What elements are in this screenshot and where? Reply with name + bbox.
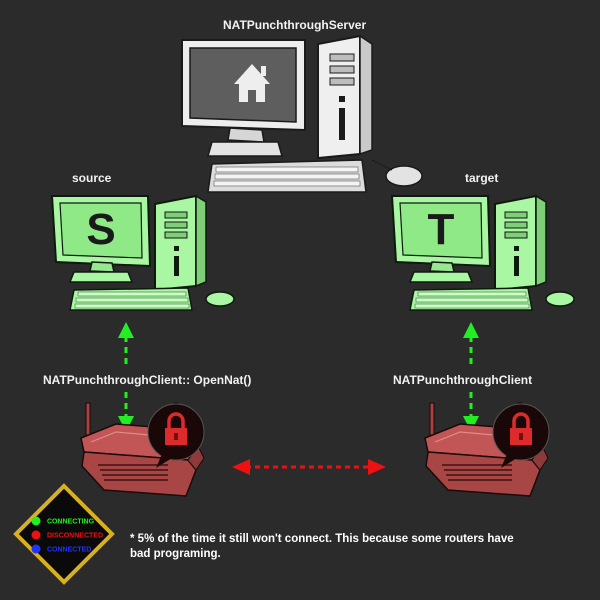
legend-connected-label: CONNECTED	[47, 547, 91, 554]
source-label: source	[72, 171, 112, 185]
router-link-arrow	[232, 459, 386, 475]
source-screen-letter: S	[86, 205, 115, 254]
source-vertical-arrows	[118, 322, 134, 432]
legend-connected-dot	[31, 544, 41, 554]
legend-disconnected-dot	[31, 530, 41, 540]
footnote: * 5% of the time it still won't connect.…	[130, 533, 514, 560]
target-client-label: NATPunchthroughClient	[393, 373, 533, 387]
target-label: target	[465, 171, 499, 185]
legend-connecting-dot	[31, 516, 41, 526]
server-computer-icon	[181, 34, 423, 193]
house-icon	[234, 64, 270, 102]
source-computer-icon	[50, 194, 235, 311]
target-vertical-arrows	[463, 322, 479, 432]
target-computer-icon	[390, 194, 575, 311]
legend: CONNECTING DISCONNECTED CONNECTED	[13, 483, 115, 585]
legend-connecting-label: CONNECTING	[47, 519, 95, 526]
target-screen-letter: T	[428, 205, 455, 254]
legend-disconnected-label: DISCONNECTED	[47, 533, 103, 540]
source-client-label: NATPunchthroughClient:: OpenNat()	[43, 373, 252, 387]
server-label: NATPunchthroughServer	[223, 18, 367, 32]
